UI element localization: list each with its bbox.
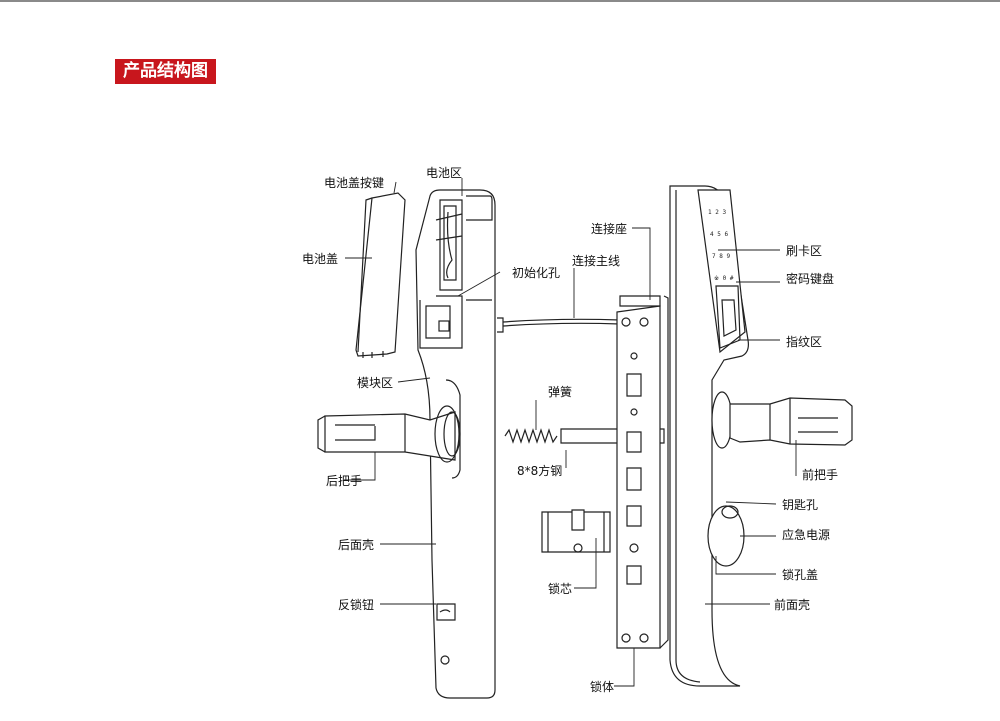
- rear-handle: [317, 405, 461, 463]
- label-lock-body: 锁体: [590, 680, 615, 694]
- label-emergency-power: 应急电源: [782, 528, 831, 542]
- keypad-row-1: 1 2 3: [708, 209, 726, 216]
- label-battery-cover: 电池盖: [302, 252, 339, 266]
- label-fingerprint: 指纹区: [786, 335, 823, 349]
- label-rear-handle: 后把手: [326, 474, 363, 488]
- keypad-row-4: ※ 0 #: [714, 275, 734, 282]
- spring: [504, 428, 558, 444]
- label-connector-seat: 连接座: [591, 222, 628, 236]
- label-battery-area: 电池区: [426, 166, 463, 180]
- label-square-steel: 8*8方钢: [517, 464, 563, 478]
- page-title: 产品结构图: [115, 59, 216, 84]
- label-main-cable: 连接主线: [572, 254, 621, 268]
- lock-cylinder: [541, 509, 611, 553]
- keypad-row-2: 4 5 6: [710, 231, 728, 238]
- label-spring: 弹簧: [548, 385, 573, 399]
- label-card-area: 刷卡区: [786, 244, 823, 258]
- label-anti-lock-knob: 反锁钮: [338, 598, 375, 612]
- label-keypad: 密码键盘: [786, 272, 835, 286]
- lock-body: [616, 295, 669, 649]
- label-init-hole: 初始化孔: [512, 266, 561, 280]
- label-key-hole: 钥匙孔: [782, 498, 819, 512]
- top-rule: [0, 0, 1000, 2]
- label-rear-shell: 后面壳: [338, 538, 375, 552]
- label-battery-cover-button: 电池盖按键: [324, 176, 385, 190]
- label-lock-core: 锁芯: [548, 582, 573, 596]
- front-panel: [669, 185, 749, 687]
- main-cable: [502, 315, 661, 323]
- label-module-area: 模块区: [357, 376, 394, 390]
- battery-cover: [355, 192, 406, 358]
- label-front-shell: 前面壳: [774, 598, 811, 612]
- keypad-row-3: 7 8 9: [712, 253, 730, 260]
- label-front-handle: 前把手: [802, 468, 839, 482]
- label-keyhole-cover: 锁孔盖: [782, 568, 819, 582]
- front-handle: [711, 391, 853, 449]
